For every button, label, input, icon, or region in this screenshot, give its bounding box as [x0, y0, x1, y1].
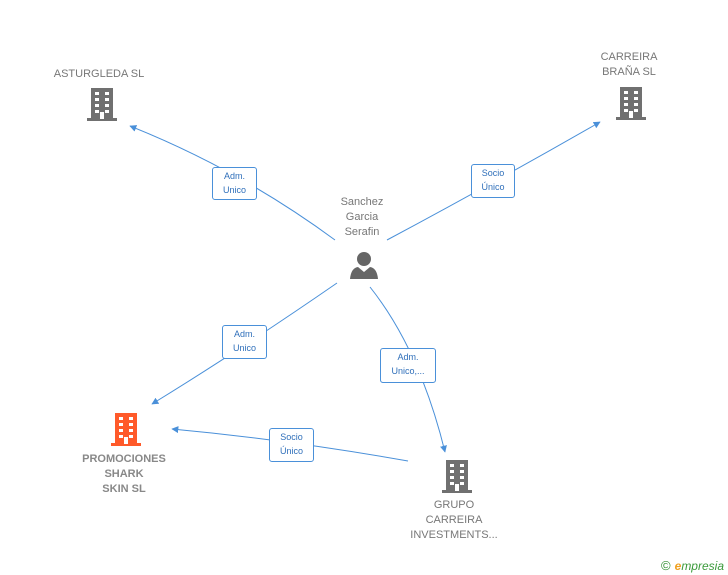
node-label-sanchez[interactable]: Sanchez Garcia Serafin: [302, 195, 422, 240]
edge-label-adm-unico-more[interactable]: Adm. Unico,...: [380, 348, 436, 383]
edge-label-line: Socio: [280, 432, 303, 442]
node-label-asturgleda[interactable]: ASTURGLEDA SL: [39, 67, 159, 82]
label-line: SHARK: [104, 468, 144, 480]
label-line: PROMOCIONES: [82, 453, 166, 465]
edge-label-socio-unico[interactable]: Socio Único: [269, 428, 314, 462]
edge-label-line: Único: [481, 182, 505, 192]
label-line: BRAÑA SL: [602, 66, 656, 78]
person-icon: [350, 252, 378, 279]
copyright-symbol: ©: [661, 558, 671, 573]
brand-name: mpresia: [681, 559, 724, 573]
building-icon: [111, 413, 141, 446]
label-line: SKIN SL: [102, 483, 146, 495]
edge-label-line: Unico,...: [391, 366, 425, 376]
edge-label-line: Unico: [232, 343, 256, 353]
label-line: CARREIRA: [425, 514, 483, 526]
edge-label-adm-unico[interactable]: Adm. Unico: [212, 167, 257, 200]
label-line: INVESTMENTS...: [410, 529, 498, 541]
label-line: ASTURGLEDA SL: [53, 68, 145, 80]
building-icon: [442, 460, 472, 493]
label-line: Sanchez: [340, 196, 384, 208]
label-line: GRUPO: [433, 499, 475, 511]
edge-label-line: Unico: [222, 185, 246, 195]
node-label-carreira-brana[interactable]: CARREIRA BRAÑA SL: [569, 50, 689, 80]
label-line: Serafin: [344, 226, 380, 238]
brand-first-letter: e: [674, 559, 682, 573]
edge-label-line: Único: [279, 446, 303, 456]
edge-label-line: Socio: [481, 168, 505, 178]
edge-label-line: Adm.: [397, 352, 419, 362]
building-icon: [87, 88, 117, 121]
edge-label-line: Adm.: [223, 171, 245, 181]
edge-label-socio-unico[interactable]: Socio Único: [471, 164, 515, 198]
label-line: CARREIRA: [600, 51, 658, 63]
node-label-grupo[interactable]: GRUPO CARREIRA INVESTMENTS...: [394, 498, 514, 543]
building-icon: [616, 87, 646, 120]
node-label-promociones[interactable]: PROMOCIONES SHARK SKIN SL: [64, 452, 184, 497]
edge-label-line: Adm.: [233, 329, 255, 339]
edge-label-adm-unico[interactable]: Adm. Unico: [222, 325, 267, 359]
label-line: Garcia: [345, 211, 379, 223]
brand-logo: ©empresia: [661, 558, 724, 573]
